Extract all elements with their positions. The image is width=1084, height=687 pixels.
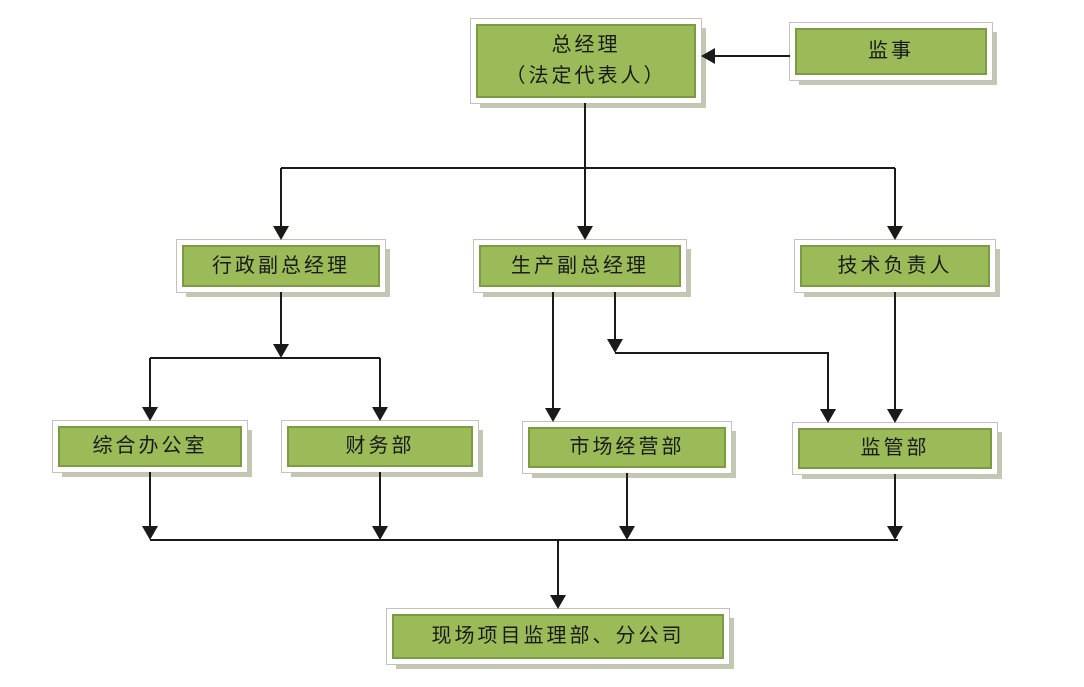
arrowhead-down-icon	[545, 408, 561, 422]
arrowhead-down-icon	[577, 226, 593, 240]
connector-supervisor-to-gm	[715, 55, 790, 57]
connector-to-market-dept	[552, 292, 554, 408]
node-supervision-dept: 监管部	[798, 428, 992, 469]
connector-to-supervision-dept-right	[894, 292, 896, 409]
node-label: 市场经营部	[569, 436, 685, 458]
node-finance-dept: 财务部	[287, 426, 473, 467]
node-label: 财务部	[345, 435, 415, 457]
arrowhead-down-icon	[619, 526, 635, 540]
connector-bus-bar	[150, 539, 898, 541]
node-admin-vice-gm: 行政副总经理	[182, 245, 380, 287]
node-market-operations-dept: 市场经营部	[528, 427, 726, 468]
connector-production-elbow	[614, 292, 616, 339]
node-label: 生产副总经理	[511, 254, 649, 277]
connector-market-to-bus	[626, 473, 628, 526]
node-label: 综合办公室	[92, 435, 208, 457]
connector-to-finance-dept	[379, 358, 381, 407]
arrowhead-down-icon	[142, 407, 158, 421]
node-general-manager: 总经理 （法定代表人）	[476, 24, 696, 98]
arrowhead-down-icon	[607, 339, 623, 353]
connector-admin-trunk	[280, 292, 282, 344]
connector-admin-branch-bar	[150, 357, 380, 359]
connector-bus-to-site-dept	[557, 541, 559, 595]
arrowhead-down-icon	[372, 526, 388, 540]
node-production-vice-gm: 生产副总经理	[479, 245, 681, 287]
connector-to-general-office	[149, 358, 151, 407]
node-supervisor: 监事	[795, 28, 987, 75]
node-label: 监管部	[860, 437, 930, 459]
arrowhead-down-icon	[372, 407, 388, 421]
node-general-office: 综合办公室	[58, 426, 242, 467]
connector-supervision-to-bus	[894, 474, 896, 526]
node-label: （法定代表人）	[505, 65, 667, 87]
arrowhead-down-icon	[887, 409, 903, 423]
connector-gm-branch-bar	[281, 167, 895, 169]
arrowhead-down-icon	[887, 226, 903, 240]
connector-production-to-supervision-bar	[615, 352, 829, 354]
arrowhead-down-icon	[273, 226, 289, 240]
arrowhead-down-icon	[887, 526, 903, 540]
connector-office-to-bus	[149, 472, 151, 526]
arrowhead-down-icon	[820, 409, 836, 423]
arrowhead-down-icon	[142, 526, 158, 540]
node-label: 技术负责人	[837, 254, 953, 277]
connector-to-supervision-dept-left	[827, 353, 829, 409]
node-label: 现场项目监理部、分公司	[431, 625, 685, 647]
arrowhead-down-icon	[273, 344, 289, 358]
node-label: 总经理	[551, 34, 621, 56]
node-label: 行政副总经理	[212, 254, 350, 277]
node-site-supervision-dept: 现场项目监理部、分公司	[392, 614, 724, 659]
connector-to-technical-director	[894, 168, 896, 226]
connector-gm-trunk	[584, 103, 586, 226]
connector-to-admin-vice-gm	[280, 168, 282, 226]
arrowhead-down-icon	[550, 595, 566, 609]
node-technical-director: 技术负责人	[800, 245, 990, 287]
arrowhead-left-icon	[701, 48, 715, 64]
connector-finance-to-bus	[379, 472, 381, 526]
node-label: 监事	[868, 40, 914, 62]
